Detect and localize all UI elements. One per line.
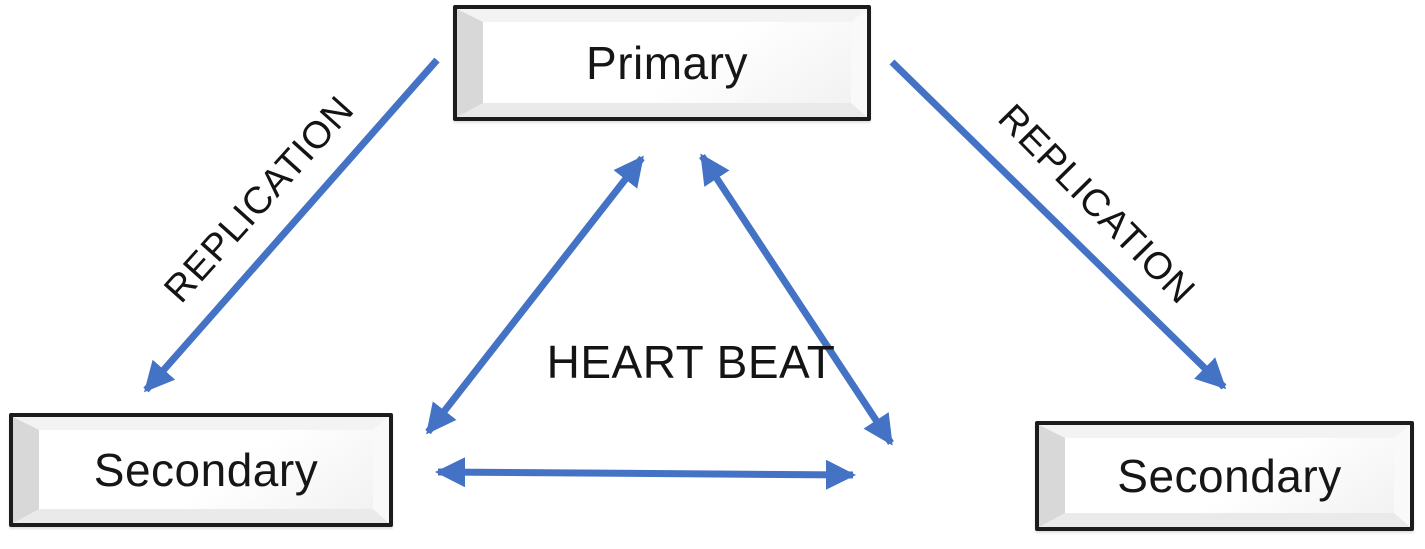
node-secondary-right-bevel: Secondary xyxy=(1039,425,1410,527)
node-primary-bevel: Primary xyxy=(457,9,867,117)
heartbeat-left-arrow xyxy=(425,155,645,435)
node-secondary-left-label: Secondary xyxy=(93,443,319,496)
heartbeat-bottom-arrow xyxy=(434,457,857,490)
node-secondary-right: Secondary xyxy=(1035,421,1414,531)
heartbeat-label: HEART BEAT xyxy=(546,336,836,388)
node-primary: Primary xyxy=(453,5,871,121)
node-secondary-left: Secondary xyxy=(9,413,393,527)
heartbeat-right-arrow xyxy=(699,153,894,446)
replication-right-arrow xyxy=(889,59,1227,390)
node-secondary-left-bevel: Secondary xyxy=(13,417,389,523)
node-primary-label: Primary xyxy=(586,36,748,89)
replication-left-arrow xyxy=(143,57,440,393)
node-secondary-right-label: Secondary xyxy=(1117,449,1342,502)
